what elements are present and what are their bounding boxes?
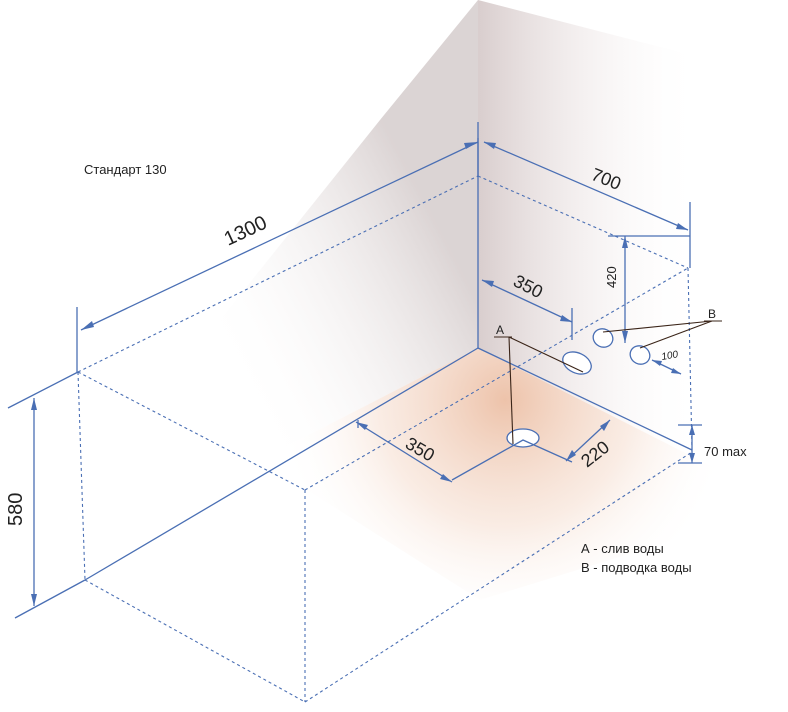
arrow bbox=[356, 422, 368, 430]
dimension-inlet-height-label: 420 bbox=[604, 266, 619, 288]
tub-back-vertical bbox=[77, 371, 86, 581]
tub-bottom-front-edge bbox=[84, 579, 306, 703]
dimension-inlet-height: 420 bbox=[604, 235, 690, 343]
floor-left-line bbox=[84, 347, 479, 581]
bathtub-outline bbox=[77, 175, 693, 703]
dimension-max-height-label: 70 max bbox=[704, 444, 747, 459]
page-title: Стандарт 130 bbox=[84, 162, 167, 177]
dimension-max-height: 70 max bbox=[678, 424, 747, 464]
arrow bbox=[484, 142, 496, 149]
arrow bbox=[689, 425, 695, 435]
dimension-inlet-spacing-label: 100 bbox=[661, 349, 680, 363]
floor-right-line bbox=[477, 347, 693, 451]
dim-line bbox=[483, 141, 689, 231]
dimension-length-label: 1300 bbox=[221, 212, 271, 251]
tub-top-front-edge bbox=[77, 371, 306, 491]
floor-tint bbox=[260, 348, 788, 600]
arrow bbox=[482, 280, 494, 287]
tub-side-vertical bbox=[687, 267, 693, 451]
dim-line bbox=[355, 421, 453, 483]
arrow bbox=[622, 236, 628, 248]
arrow bbox=[560, 315, 572, 322]
room-shading bbox=[140, 0, 788, 600]
arrow bbox=[31, 594, 37, 606]
tub-top-side-edge bbox=[477, 175, 689, 269]
leader-line bbox=[639, 320, 713, 349]
arrow bbox=[652, 360, 662, 366]
arrow bbox=[566, 450, 576, 461]
ext-line bbox=[14, 579, 86, 619]
arrow bbox=[676, 223, 688, 230]
tub-top-back-edge bbox=[77, 175, 479, 373]
arrow bbox=[622, 331, 628, 343]
arrow bbox=[81, 321, 94, 330]
tub-bottom-right-edge bbox=[304, 451, 693, 703]
drain-ellipse bbox=[506, 428, 540, 448]
inlet-ellipse bbox=[592, 328, 614, 348]
arrow bbox=[689, 453, 695, 463]
leader-line bbox=[508, 336, 514, 445]
arrow bbox=[464, 142, 478, 149]
arrow bbox=[31, 398, 37, 410]
left-wall-shadow bbox=[140, 0, 478, 460]
dim-line bbox=[80, 141, 479, 331]
legend-item-drain: А - слив воды bbox=[581, 541, 664, 556]
marker-b: B bbox=[708, 307, 716, 321]
arrow bbox=[440, 474, 452, 482]
dimension-height-label: 580 bbox=[5, 493, 27, 526]
ext-line bbox=[7, 371, 79, 409]
dim-line bbox=[481, 279, 573, 323]
legend-item-water-supply: В - подводка воды bbox=[581, 560, 692, 575]
arrow bbox=[600, 420, 610, 431]
leader-line bbox=[508, 336, 584, 373]
leader-line bbox=[602, 320, 713, 333]
drain: A bbox=[451, 323, 592, 481]
overflow-ellipse bbox=[562, 351, 592, 375]
dimension-length: 1300 bbox=[76, 122, 479, 372]
water-supply-inlets: B 100 bbox=[592, 307, 722, 375]
drain-guide bbox=[451, 439, 573, 481]
dimension-height: 580 bbox=[5, 371, 86, 619]
tub-top-right-edge bbox=[304, 267, 689, 491]
marker-a: A bbox=[496, 323, 504, 337]
right-wall-shadow bbox=[478, 0, 788, 505]
arrow bbox=[671, 368, 681, 374]
legend: А - слив воды В - подводка воды bbox=[581, 539, 692, 577]
